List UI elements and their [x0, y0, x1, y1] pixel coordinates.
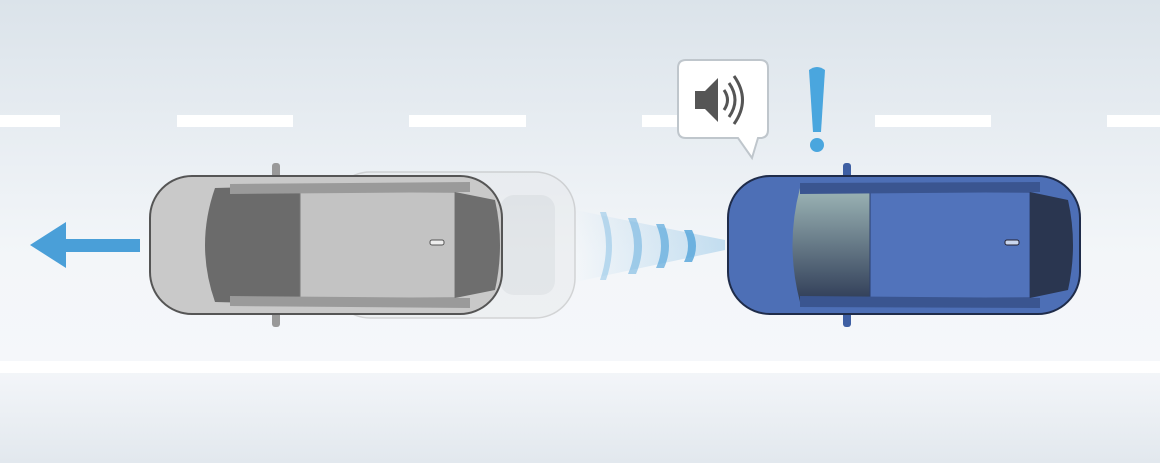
speaker-sound-icon	[695, 75, 744, 125]
rear-car	[149, 163, 503, 327]
sensor-wave-icon	[575, 210, 725, 282]
dashed-lane-line	[0, 115, 1160, 127]
speaker-alert-bubble	[677, 59, 769, 161]
front-car	[727, 163, 1081, 327]
left-arrow-icon	[30, 222, 140, 268]
exclamation-icon	[809, 67, 825, 152]
solid-lane-line	[0, 361, 1160, 373]
